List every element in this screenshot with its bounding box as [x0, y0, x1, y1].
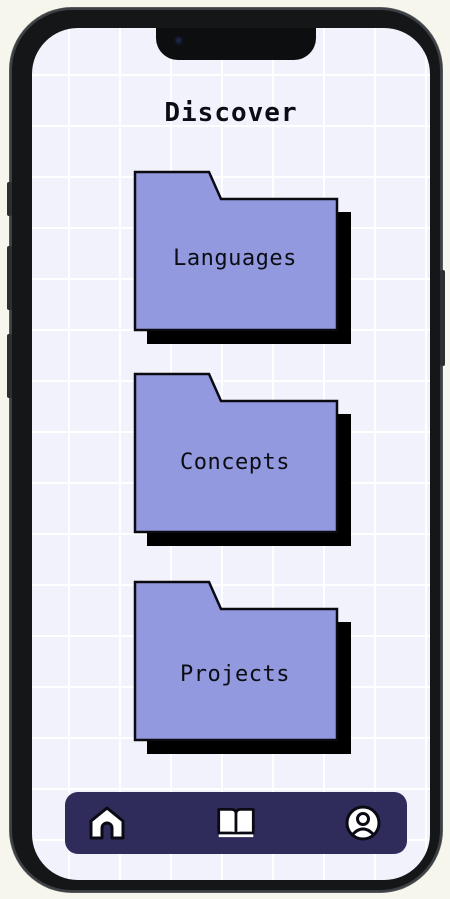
volume-up-button: [7, 246, 12, 310]
nav-profile-button[interactable]: [343, 804, 383, 842]
notch: [156, 28, 316, 60]
folder-label: Concepts: [180, 450, 290, 475]
book-icon: [217, 808, 255, 838]
power-button: [440, 270, 445, 366]
home-icon: [89, 806, 125, 840]
volume-down-button: [7, 334, 12, 398]
action-button: [7, 182, 12, 216]
folder-icon: [133, 372, 351, 546]
folder-label: Languages: [173, 246, 297, 271]
folder-icon: [133, 580, 351, 754]
profile-icon: [345, 805, 381, 841]
folder-concepts[interactable]: Concepts: [133, 372, 353, 546]
page-title: Discover: [164, 98, 298, 128]
camera-icon: [174, 36, 183, 45]
nav-home-button[interactable]: [87, 804, 127, 842]
folder-label: Projects: [180, 662, 290, 687]
folder-projects[interactable]: Projects: [133, 580, 353, 754]
folder-languages[interactable]: Languages: [133, 170, 353, 344]
screen: Discover Languages Concepts Projects: [32, 28, 430, 880]
nav-library-button[interactable]: [216, 804, 256, 842]
bottom-nav-bar: [65, 792, 407, 854]
folder-icon: [133, 170, 351, 344]
phone-frame: Discover Languages Concepts Projects: [7, 8, 445, 892]
